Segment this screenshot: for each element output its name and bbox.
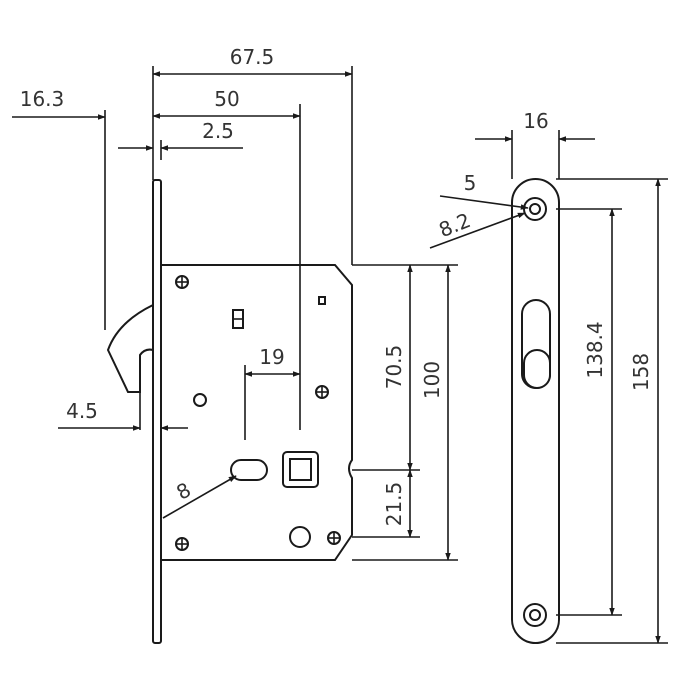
dim-follower-offset: 19 <box>259 345 284 369</box>
dim-screw-hole-small: 5 <box>464 171 477 195</box>
strike-screw-hole-top-inner <box>529 203 541 215</box>
dim-screw-spacing: 138.4 <box>583 321 607 378</box>
screw-icon-bottom-right <box>327 531 341 545</box>
dim-case-height: 100 <box>420 361 444 399</box>
dim-bolt-offset: 4.5 <box>66 399 98 423</box>
screw-icon-mid-right <box>315 385 329 399</box>
strike-latch-tongue <box>523 349 551 389</box>
follower-inner <box>289 458 312 481</box>
screw-icon-top-left <box>175 275 189 289</box>
cylinder-slot <box>230 459 268 481</box>
dim-strike-height: 158 <box>629 353 653 391</box>
lock-case <box>160 264 353 561</box>
dim-overall-width: 67.5 <box>230 45 275 69</box>
lock-body-group <box>106 179 353 644</box>
dim-strike-width: 16 <box>523 109 548 133</box>
strike-plate <box>511 178 560 644</box>
dim-faceplate-thickness: 2.5 <box>202 119 234 143</box>
latch-bolt <box>106 303 154 393</box>
dim-latch-projection: 16.3 <box>20 87 65 111</box>
dim-height-upper: 70.5 <box>382 345 406 390</box>
dim-backset: 50 <box>214 87 239 111</box>
dim-height-lower: 21.5 <box>382 482 406 527</box>
dim-screw-hole-large: 8.2 <box>435 208 473 242</box>
small-slot <box>318 296 326 305</box>
strike-screw-hole-bottom-inner <box>529 609 541 621</box>
screw-icon-bottom-left <box>175 537 189 551</box>
pivot-hole <box>193 393 207 407</box>
strike-plate-group <box>511 178 560 644</box>
lower-hole <box>289 526 311 548</box>
dimension-lines-lock: 67.5 50 2.5 16.3 4.5 19 8 70.5 21.5 100 <box>12 45 458 561</box>
faceplate <box>152 179 162 644</box>
